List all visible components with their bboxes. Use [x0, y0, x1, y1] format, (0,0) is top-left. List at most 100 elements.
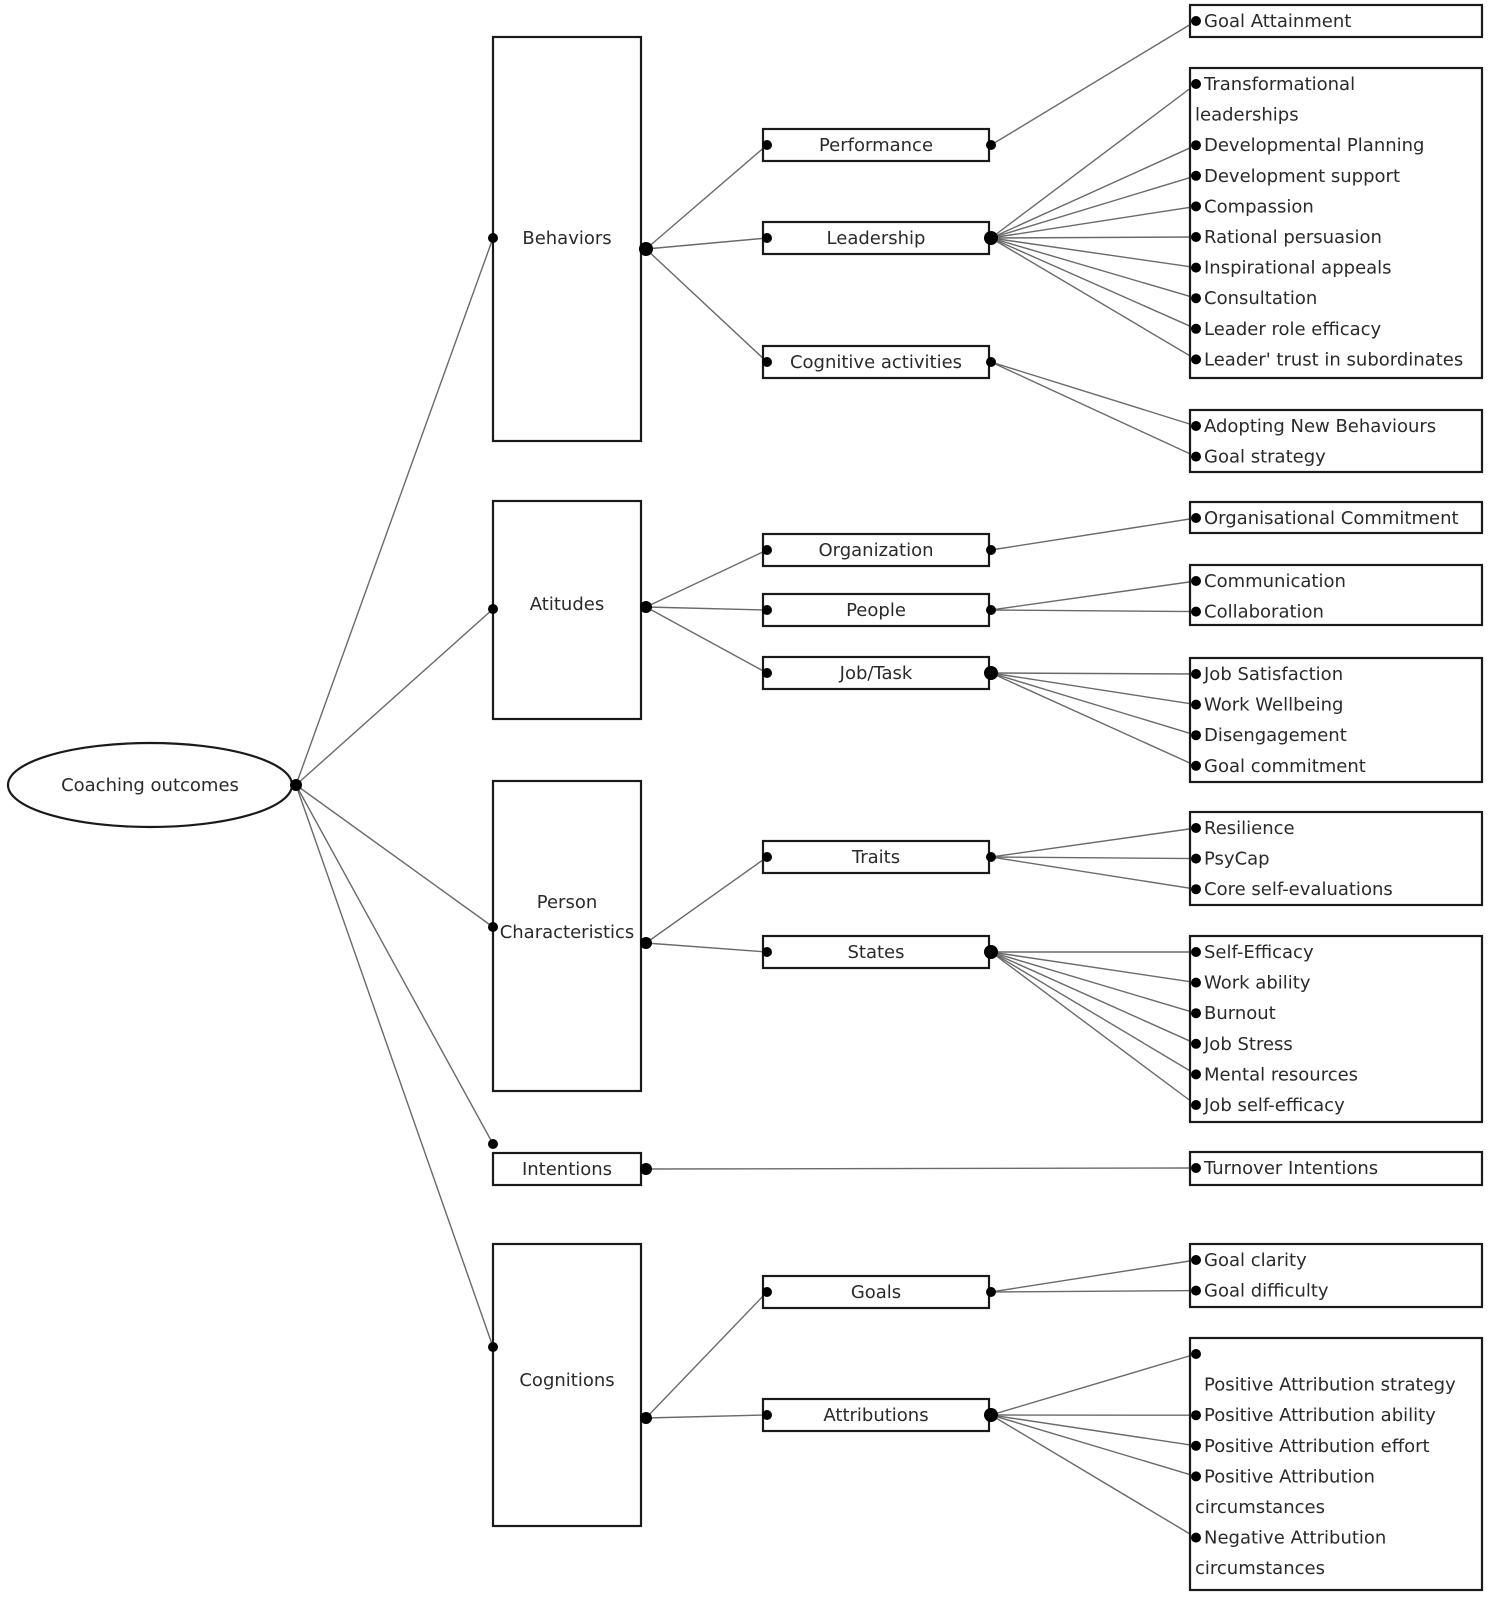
subcategory-output-dot — [986, 605, 996, 615]
subcategory-input-dot — [762, 545, 772, 555]
outcome-label: Development support — [1204, 166, 1400, 187]
subcategory-box-attributions — [761, 1397, 991, 1433]
subcategory-to-outcome-line — [990, 175, 1197, 239]
outcome-dot — [1191, 1163, 1201, 1173]
outcome-label: Mental resources — [1204, 1064, 1358, 1085]
subcategory-to-outcome-line — [990, 1414, 1197, 1447]
outcome-box — [1188, 934, 1484, 1124]
subcategory-output-dot — [986, 852, 996, 862]
root-label: Coaching outcomes — [61, 775, 239, 796]
outcome-dot — [1191, 1100, 1201, 1110]
outcome-dot — [1191, 576, 1201, 586]
category-to-subcategory-line — [645, 248, 768, 363]
outcome-label: Adopting New Behaviours — [1204, 416, 1436, 437]
subcategory-box-states — [761, 934, 991, 970]
outcome-dot — [1191, 1532, 1201, 1543]
outcome-dot — [1191, 606, 1201, 617]
outcome-dot — [1191, 262, 1201, 273]
subcategory-input-dot — [762, 140, 772, 150]
outcome-dot — [1191, 947, 1201, 957]
category-to-outcome-line — [645, 1167, 1197, 1170]
outcome-box — [1188, 810, 1484, 907]
outcome-box — [1188, 1150, 1484, 1187]
subcategory-to-outcome-line — [990, 580, 1197, 611]
outcome-label: Goal strategy — [1204, 447, 1326, 468]
subcategory-label: Leadership — [827, 228, 926, 249]
category-to-subcategory-line — [645, 606, 768, 611]
subcategory-output-dot — [986, 1287, 996, 1297]
outcome-dot — [1191, 1349, 1201, 1359]
subcategory-to-outcome-line — [990, 856, 1197, 890]
outcome-label: Self-Efficacy — [1204, 942, 1314, 963]
outcome-dot — [1191, 293, 1201, 304]
outcome-label: Core self-evaluations — [1204, 879, 1393, 900]
root-connector-dot — [290, 779, 302, 791]
outcome-label: Work ability — [1204, 973, 1311, 994]
category-label: Cognitions — [519, 1370, 614, 1391]
subcategory-output-dot — [984, 666, 998, 680]
subcategory-to-outcome-line — [990, 205, 1197, 239]
category-label: Characteristics — [500, 922, 635, 943]
category-label: Atitudes — [530, 594, 604, 615]
category-to-subcategory-line — [645, 1291, 768, 1419]
subcategory-to-outcome-line — [990, 951, 1197, 984]
outcome-dot — [1191, 699, 1201, 710]
subcategory-to-outcome-line — [990, 20, 1197, 146]
subcategory-to-outcome-line — [990, 237, 1197, 299]
subcategory-label: Attributions — [823, 1405, 928, 1426]
outcome-dot — [1191, 323, 1201, 334]
subcategory-input-dot — [762, 852, 772, 862]
subcategory-label: States — [847, 942, 904, 963]
outcome-label: Negative Attribution — [1204, 1528, 1386, 1549]
subcategory-to-outcome-line — [990, 1259, 1197, 1293]
subcategory-output-dot — [984, 945, 998, 959]
outcome-label: Leader role efficacy — [1204, 319, 1382, 340]
subcategory-to-outcome-line — [990, 609, 1197, 613]
outcome-dot — [1191, 1440, 1201, 1451]
subcategory-input-dot — [762, 668, 772, 678]
outcome-box — [1188, 3, 1484, 39]
subcategory-label: Cognitive activities — [790, 352, 962, 373]
subcategory-to-outcome-line — [990, 672, 1197, 767]
category-to-subcategory-line — [645, 856, 768, 944]
subcategory-label: Performance — [819, 135, 933, 156]
category-to-subcategory-line — [645, 942, 768, 953]
subcategory-to-outcome-line — [990, 237, 1197, 269]
subcategory-to-outcome-line — [990, 83, 1197, 239]
outcome-dot — [1191, 1285, 1201, 1296]
category-output-dot — [640, 601, 652, 613]
outcome-dot — [1191, 1255, 1201, 1265]
outcome-label: Consultation — [1204, 288, 1317, 309]
outcome-label: circumstances — [1195, 1497, 1325, 1518]
outcome-label: Turnover Intentions — [1203, 1158, 1378, 1179]
outcome-dot — [1191, 1471, 1201, 1482]
category-output-dot — [639, 242, 653, 256]
subcategory-output-dot — [986, 545, 996, 555]
outcome-dot — [1191, 1069, 1201, 1080]
outcome-label: circumstances — [1195, 1558, 1325, 1579]
category-to-subcategory-line — [645, 237, 768, 250]
subcategory-output-dot — [986, 140, 996, 150]
subcategory-input-dot — [762, 1287, 772, 1297]
outcome-label: Goal Attainment — [1204, 11, 1351, 32]
outcome-label: Transformational — [1203, 74, 1355, 95]
subcategory-to-outcome-line — [990, 951, 1197, 1076]
category-box-cognitions — [491, 1242, 643, 1528]
outcome-box — [1188, 656, 1484, 784]
outcome-label: PsyCap — [1204, 849, 1270, 870]
category-input-dot — [488, 1139, 498, 1149]
subcategory-to-outcome-line — [990, 1414, 1197, 1478]
root-to-person-characteristics-line — [295, 784, 494, 928]
subcategory-input-dot — [762, 233, 772, 243]
outcome-label: leaderships — [1195, 105, 1299, 126]
category-output-dot — [640, 937, 652, 949]
connector-lines — [295, 20, 1197, 1539]
subcategory-to-outcome-line — [990, 827, 1197, 858]
root-to-intentions-line — [295, 784, 494, 1145]
subcategory-to-outcome-line — [990, 236, 1197, 239]
subcategory-label: Job/Task — [839, 663, 913, 684]
outcome-label: Burnout — [1204, 1003, 1276, 1024]
category-to-subcategory-line — [645, 549, 768, 608]
subcategory-to-outcome-line — [990, 672, 1197, 706]
subcategory-to-outcome-line — [990, 1353, 1197, 1416]
